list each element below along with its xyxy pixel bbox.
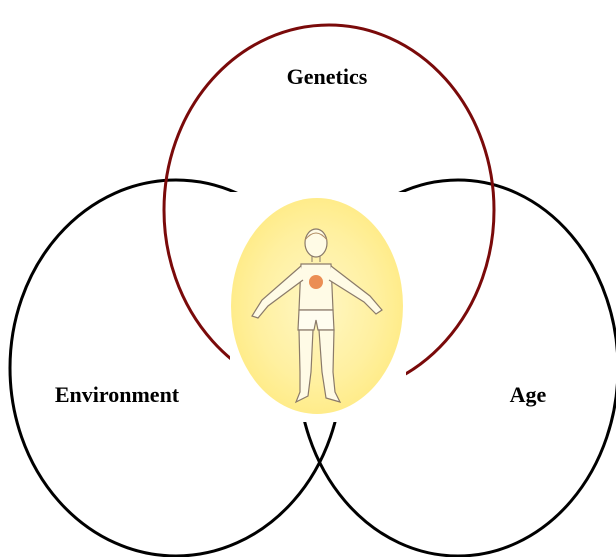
environment-label: Environment (55, 382, 180, 407)
person-figure-image (230, 192, 406, 422)
age-label: Age (510, 382, 547, 407)
genetics-label: Genetics (287, 64, 368, 89)
heart-spot (309, 275, 323, 289)
